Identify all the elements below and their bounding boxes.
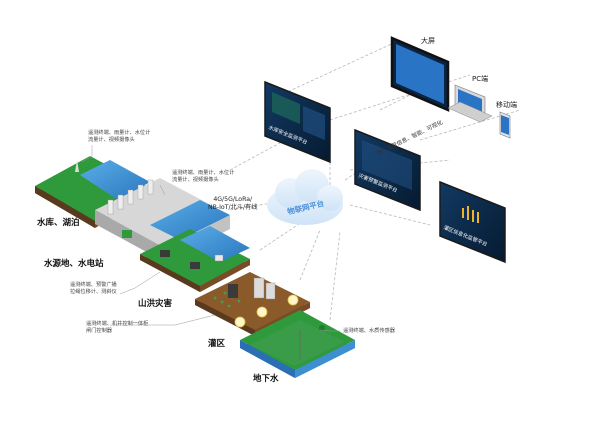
- platform-panel-monitoring: [264, 80, 331, 164]
- annotation-reservoir: 遥测终端、雨量计、水位计 流量计、视频摄像头: [88, 130, 150, 143]
- cloud-icon: [267, 169, 343, 225]
- mobile-phone-icon: [499, 111, 511, 139]
- annotation-line: 流量计、视频摄像头: [172, 176, 219, 183]
- gate-controller-icon: [234, 316, 246, 328]
- solar-panel-icon: [160, 250, 170, 257]
- platform-panel-hydrology: [354, 128, 421, 212]
- annotation-hydropower: 遥测终端、雨量计、水位计 流量计、视频摄像头: [172, 170, 234, 183]
- groundwater-island: [240, 310, 355, 378]
- protocol-line: NB-IoT/北斗/有线: [208, 203, 258, 211]
- annotation-leaders: [81, 145, 340, 332]
- device-label-mobile: 移动端: [496, 101, 517, 109]
- zone-label-hydropower: 水源地、水电站: [44, 259, 104, 269]
- dam-structure: [95, 178, 230, 262]
- zone-label-groundwater: 地下水: [253, 374, 279, 384]
- annotation-line: 拉绳位移计、测斜仪: [70, 288, 117, 295]
- flood-island: [140, 226, 250, 292]
- annotation-line: 遥测终端、雨量计、水位计: [172, 170, 235, 176]
- network-protocols: 4G/5G/LoRa/ NB-IoT/北斗/有线: [208, 196, 257, 211]
- zone-label-reservoir: 水库、湖泊: [37, 218, 80, 228]
- device-label-pc: PC端: [472, 75, 489, 83]
- big-screen-icon: [390, 36, 450, 112]
- control-box-icon: [122, 230, 132, 238]
- annotation-flood: 遥测终端、预警广播 拉绳位移计、测斜仪: [70, 282, 117, 295]
- well-control-cabinet-icon: [228, 284, 238, 298]
- annotation-line: 闸门控制器: [86, 327, 112, 334]
- device-label-big-screen: 大屏: [421, 37, 435, 45]
- sensor-pole-icon: [75, 160, 79, 172]
- protocol-line: 4G/5G/LoRa/: [213, 196, 253, 203]
- annotation-line: 遥测终端、机井控制一体柜: [86, 321, 149, 327]
- platform-panel-irrigation: [439, 180, 506, 264]
- laptop-icon: [447, 84, 493, 123]
- annotation-groundwater: 遥测终端、水质传感器: [343, 328, 395, 334]
- annotation-line: 遥测终端、预警广播: [70, 282, 117, 288]
- zone-label-irrigation: 灌区: [208, 339, 226, 349]
- annotation-line: 遥测终端、雨量计、水位计: [88, 130, 151, 136]
- zone-label-flood: 山洪灾害: [138, 299, 173, 309]
- annotation-line: 流量计、视频摄像头: [88, 136, 135, 143]
- annotation-irrigation: 遥测终端、机井控制一体柜 闸门控制器: [86, 321, 148, 334]
